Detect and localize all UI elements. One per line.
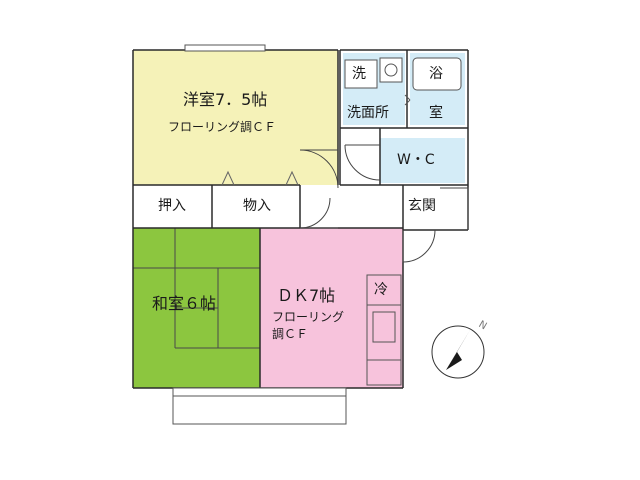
dk-floor-line1: フローリング — [272, 310, 345, 324]
entrance-label: 玄関 — [408, 198, 436, 214]
storage-label: 物入 — [243, 198, 271, 214]
kitchen-counter — [366, 274, 402, 386]
compass-north-label: N — [477, 319, 489, 332]
japanese-room-name: 和室６帖 — [152, 294, 217, 313]
wc-label: W・C — [397, 152, 435, 168]
dk-name: ＤＫ7帖 — [277, 286, 336, 305]
fridge-label: 冷 — [374, 282, 388, 298]
western-room-floor: フローリング調ＣＦ — [168, 120, 277, 134]
closet-label: 押入 — [158, 198, 186, 214]
bath-label-bottom: 室 — [429, 105, 443, 121]
closet-markers — [221, 170, 299, 186]
wc-area — [380, 138, 465, 183]
door-swings — [299, 144, 469, 263]
tatami-lines — [133, 228, 260, 349]
dk-area — [260, 228, 403, 388]
washer-label: 洗 — [352, 66, 366, 82]
washroom-fixtures — [344, 57, 462, 106]
bath-label-top: 浴 — [429, 66, 443, 82]
dk-floor-line2: 調ＣＦ — [272, 327, 309, 341]
western-room-area — [133, 50, 338, 185]
washroom-label: 洗面所 — [347, 105, 389, 121]
western-room-name: 洋室7．5帖 — [183, 90, 268, 109]
windows — [172, 44, 347, 425]
compass-icon — [431, 325, 485, 379]
